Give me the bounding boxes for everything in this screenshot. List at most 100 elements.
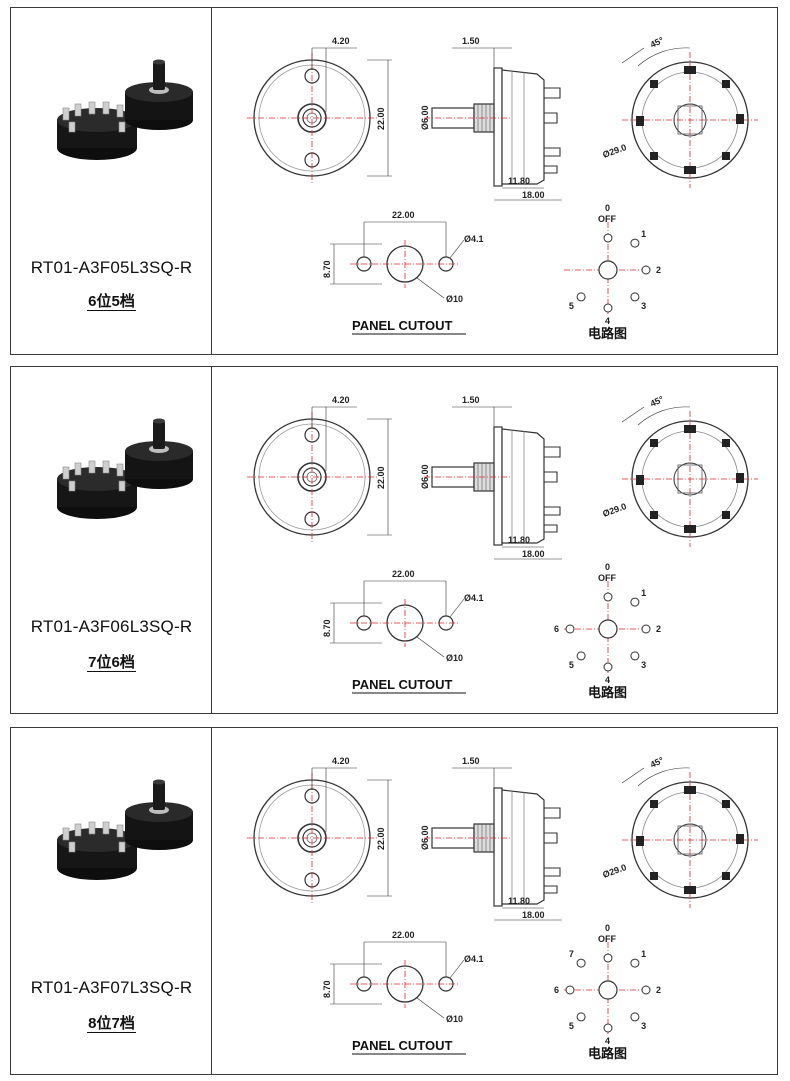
rotary-switch-photo [57,779,193,880]
position-zero: 0 [605,923,610,933]
total-length-dim: 18.00 [522,549,545,559]
shaft-diameter-dim: Ø6.00 [420,825,430,850]
terminal-number: 4 [605,1036,610,1046]
pcd-dim: Ø29.0 [601,501,627,519]
position-zero: 0 [605,562,610,572]
product-info: RT01-A3F05L3SQ-R 6位5档 [11,8,212,354]
side-view: 1.50 Ø6.00 11.80 [420,36,562,201]
cutout-spacing-dim: 22.00 [392,210,415,220]
cutout-spacing-dim: 22.00 [392,569,415,579]
panel-cutout-label: PANEL CUTOUT [352,1038,452,1053]
small-hole-dim: Ø4.1 [464,234,484,244]
product-panel-1: RT01-A3F05L3SQ-R 6位5档 4.20 [10,7,778,355]
panel-cutout: 22.00 8.70 Ø4.1 Ø10 PANEL CUTOUT [322,569,484,694]
pin-offset-dim: 4.20 [332,395,350,405]
terminal-circle [576,958,586,968]
rotary-switch-photo [57,59,193,160]
common-terminal [598,619,618,639]
total-length-dim: 18.00 [522,910,545,920]
terminal-circle [603,662,613,672]
terminal-circle [576,1012,586,1022]
terminal-number: 1 [641,588,646,598]
technical-drawing: 4.20 22.00 1.50 [212,728,777,1074]
terminal-circle [630,597,640,607]
position-zero: 0 [605,203,610,213]
pin-offset-dim: 4.20 [332,36,350,46]
terminal-number: 6 [554,985,559,995]
terminal-circle [565,985,575,995]
side-view: 1.50 Ø6.00 11.80 [420,756,562,921]
small-hole-dim: Ø4.1 [464,593,484,603]
front-view: 4.20 22.00 [247,36,392,183]
angle-dim: 45° [649,394,666,409]
technical-drawing: 4.20 22.00 1.50 [212,8,777,354]
terminal-circle [565,624,575,634]
terminal-number: 6 [554,624,559,634]
product-info: RT01-A3F06L3SQ-R 7位6档 [11,367,212,713]
off-label: OFF [598,573,616,583]
model-number: RT01-A3F06L3SQ-R [30,617,193,636]
bush-length-dim: 11.80 [508,535,530,545]
positions-label: 8位7档 [87,1015,136,1033]
terminal-circle [641,624,651,634]
pcd-dim: Ø29.0 [601,142,627,160]
cutout-height-dim: 8.70 [322,980,332,998]
cutout-height-dim: 8.70 [322,260,332,278]
off-label: OFF [598,934,616,944]
shaft-offset-dim: 1.50 [462,395,480,405]
body-height-dim: 22.00 [376,107,386,130]
terminal-number: 7 [569,949,574,959]
terminal-number: 3 [641,660,646,670]
terminal-number: 4 [605,675,610,685]
positions-label: 6位5档 [87,293,136,311]
terminal-number: 5 [569,1021,574,1031]
back-view: 45° Ø29.0 [601,755,758,908]
terminal-circle [630,1012,640,1022]
pcd-dim: Ø29.0 [601,862,627,880]
terminal-circle [630,958,640,968]
shaft-offset-dim: 1.50 [462,756,480,766]
terminal-number: 2 [656,985,661,995]
total-length-dim: 18.00 [522,190,545,200]
bush-length-dim: 11.80 [508,176,530,186]
shaft-offset-dim: 1.50 [462,36,480,46]
terminal-circle [630,238,640,248]
terminal-circle [630,292,640,302]
side-view: 1.50 Ø6.00 11.80 [420,395,562,560]
panel-cutout-label: PANEL CUTOUT [352,677,452,692]
terminal-number: 2 [656,265,661,275]
body-height-dim: 22.00 [376,827,386,850]
body-height-dim: 22.00 [376,466,386,489]
terminal-circle [630,651,640,661]
panel-cutout-label: PANEL CUTOUT [352,318,452,333]
cutout-spacing-dim: 22.00 [392,930,415,940]
model-number: RT01-A3F07L3SQ-R [30,978,193,997]
shaft-diameter-dim: Ø6.00 [420,464,430,489]
center-hole-dim: Ø10 [446,653,463,663]
terminal-number: 3 [641,1021,646,1031]
product-panel-2: RT01-A3F06L3SQ-R 7位6档 4.20 [10,366,778,714]
angle-dim: 45° [649,755,666,770]
panel-cutout: 22.00 8.70 Ø4.1 Ø10 PANEL CUTOUT [322,930,484,1055]
back-view: 45° Ø29.0 [601,35,758,188]
cutout-height-dim: 8.70 [322,619,332,637]
common-terminal [598,260,618,280]
circuit-diagram-label: 电路图 [588,326,627,341]
terminal-circle [603,303,613,313]
terminal-circle [641,265,651,275]
small-hole-dim: Ø4.1 [464,954,484,964]
off-label: OFF [598,214,616,224]
terminal-number: 2 [656,624,661,634]
front-view: 4.20 22.00 [247,395,392,542]
terminal-number: 5 [569,301,574,311]
terminal-number: 4 [605,316,610,326]
product-panel-3: RT01-A3F07L3SQ-R 8位7档 4.20 [10,727,778,1075]
terminal-number: 1 [641,949,646,959]
back-view: 45° Ø29.0 [601,394,758,547]
terminal-number: 1 [641,229,646,239]
technical-drawing: 4.20 22.00 1.50 [212,367,777,713]
positions-label: 7位6档 [87,654,136,672]
circuit-diagram-label: 电路图 [588,685,627,700]
